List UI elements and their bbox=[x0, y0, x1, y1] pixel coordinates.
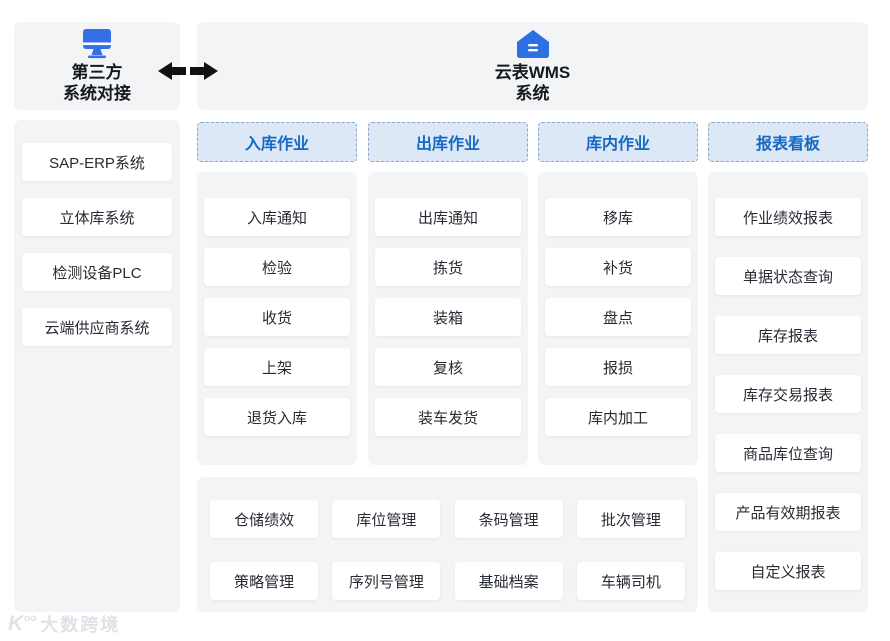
third-party-title-line2: 系统对接 bbox=[63, 83, 131, 103]
system-card-plc: 检测设备PLC bbox=[22, 253, 172, 291]
third-party-systems-panel: SAP-ERP系统 立体库系统 检测设备PLC 云端供应商系统 bbox=[14, 120, 180, 612]
wms-header: 云表WMS 系统 bbox=[197, 22, 868, 110]
module-card-inbound-notice: 入库通知 bbox=[204, 198, 350, 236]
column-body-inbound: 入库通知 检验 收货 上架 退货入库 bbox=[197, 172, 357, 465]
third-party-title-line1: 第三方 bbox=[71, 62, 123, 82]
report-card-location-query: 商品库位查询 bbox=[715, 434, 861, 472]
column-header-inbound: 入库作业 bbox=[197, 122, 357, 162]
module-card-stocktaking: 盘点 bbox=[545, 298, 691, 336]
monitor-icon bbox=[79, 28, 115, 59]
system-card-stereo-warehouse: 立体库系统 bbox=[22, 198, 172, 236]
shared-card-vehicle-driver: 车辆司机 bbox=[576, 562, 685, 600]
module-card-inspection: 检验 bbox=[204, 248, 350, 286]
module-card-receiving: 收货 bbox=[204, 298, 350, 336]
shared-card-basic-archives: 基础档案 bbox=[454, 562, 563, 600]
report-card-performance: 作业绩效报表 bbox=[715, 198, 861, 236]
warehouse-icon bbox=[516, 29, 550, 59]
module-card-outbound-notice: 出库通知 bbox=[375, 198, 521, 236]
column-body-outbound: 出库通知 拣货 装箱 复核 装车发货 bbox=[368, 172, 528, 465]
wms-title: 云表WMS 系统 bbox=[495, 62, 571, 104]
watermark-logo-sup: oo bbox=[24, 612, 37, 624]
report-card-custom: 自定义报表 bbox=[715, 552, 861, 590]
double-arrow-icon bbox=[157, 59, 219, 83]
module-card-relocation: 移库 bbox=[545, 198, 691, 236]
module-card-loading-shipping: 装车发货 bbox=[375, 398, 521, 436]
shared-card-location-management: 库位管理 bbox=[332, 500, 441, 538]
module-card-recheck: 复核 bbox=[375, 348, 521, 386]
module-card-putaway: 上架 bbox=[204, 348, 350, 386]
third-party-header: 第三方 系统对接 bbox=[14, 22, 180, 110]
shared-card-barcode-management: 条码管理 bbox=[454, 500, 563, 538]
column-body-inwarehouse: 移库 补货 盘点 报损 库内加工 bbox=[538, 172, 698, 465]
watermark-logo-icon: K bbox=[8, 612, 24, 635]
column-header-outbound: 出库作业 bbox=[368, 122, 528, 162]
module-card-picking: 拣货 bbox=[375, 248, 521, 286]
module-card-inwarehouse-processing: 库内加工 bbox=[545, 398, 691, 436]
wms-title-line2: 系统 bbox=[515, 83, 550, 103]
shared-card-serial-management: 序列号管理 bbox=[332, 562, 441, 600]
shared-card-strategy-management: 策略管理 bbox=[210, 562, 319, 600]
column-header-inwarehouse: 库内作业 bbox=[538, 122, 698, 162]
module-card-packing: 装箱 bbox=[375, 298, 521, 336]
system-card-sap-erp: SAP-ERP系统 bbox=[22, 143, 172, 181]
module-card-damage-report: 报损 bbox=[545, 348, 691, 386]
shared-card-batch-management: 批次管理 bbox=[576, 500, 685, 538]
column-body-reports: 作业绩效报表 单据状态查询 库存报表 库存交易报表 商品库位查询 产品有效期报表… bbox=[708, 172, 868, 612]
report-card-inventory-transaction: 库存交易报表 bbox=[715, 375, 861, 413]
shared-card-warehouse-performance: 仓储绩效 bbox=[210, 500, 319, 538]
column-header-reports: 报表看板 bbox=[708, 122, 868, 162]
wms-title-line1: 云表WMS bbox=[494, 62, 571, 82]
third-party-title: 第三方 系统对接 bbox=[63, 62, 131, 104]
report-card-expiry: 产品有效期报表 bbox=[715, 493, 861, 531]
system-card-cloud-supplier: 云端供应商系统 bbox=[22, 308, 172, 346]
shared-modules-panel: 仓储绩效 库位管理 条码管理 批次管理 策略管理 序列号管理 基础档案 车辆司机 bbox=[197, 477, 698, 612]
report-card-doc-status: 单据状态查询 bbox=[715, 257, 861, 295]
watermark-text: 大数跨境 bbox=[40, 615, 121, 635]
module-card-return-inbound: 退货入库 bbox=[204, 398, 350, 436]
report-card-inventory: 库存报表 bbox=[715, 316, 861, 354]
module-card-replenishment: 补货 bbox=[545, 248, 691, 286]
